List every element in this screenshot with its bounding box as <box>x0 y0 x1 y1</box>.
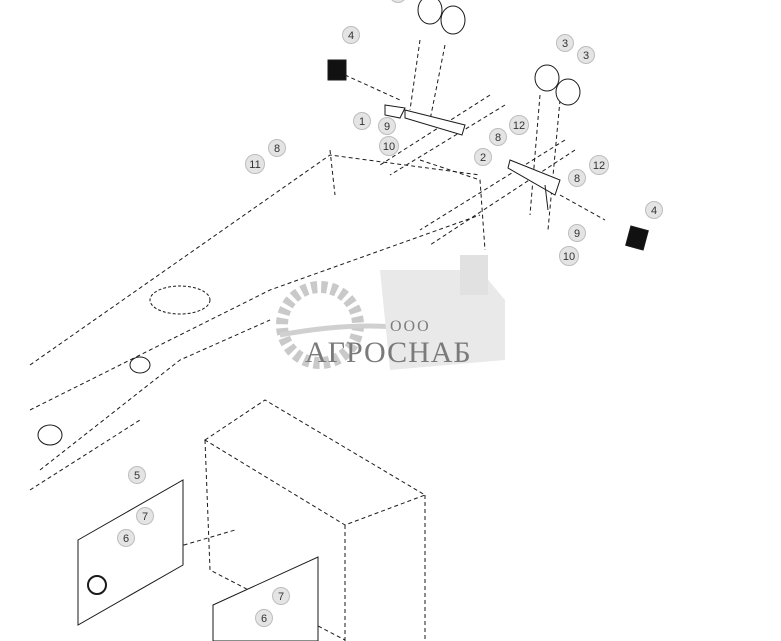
lamp-square-right <box>625 225 649 251</box>
lamp-rear <box>87 575 107 595</box>
part-callout-7: 7 <box>272 587 290 605</box>
part-callout-9: 9 <box>568 224 586 242</box>
part-callout-2: 2 <box>474 148 492 166</box>
leader-bolts-1 <box>379 94 506 176</box>
part-callout-12: 12 <box>509 115 529 135</box>
part-callout-10: 10 <box>379 136 399 156</box>
part-callout-5: 5 <box>128 466 146 484</box>
watermark-name: АГРОСНАБ <box>305 336 472 369</box>
boom-frame-lower-edge <box>39 319 271 471</box>
leader-bolts-2 <box>419 139 576 246</box>
boom-pivot-1 <box>129 356 151 374</box>
frame-box-right <box>419 159 486 251</box>
leader-light4-left <box>344 74 401 101</box>
boom-frame-top-edge <box>29 154 481 366</box>
boom-frame-mid-edge <box>29 214 481 411</box>
part-callout-4: 4 <box>645 201 663 219</box>
watermark-prefix: ООО <box>390 318 431 335</box>
leader-lamp-right <box>529 94 561 231</box>
boom-frame-bottom-edge <box>29 419 141 491</box>
frame-vertical-1 <box>329 149 336 196</box>
bracket-1-tab <box>384 104 406 119</box>
part-callout-8: 8 <box>489 128 507 146</box>
boom-pivot-2 <box>37 424 63 446</box>
part-callout-8: 8 <box>568 169 586 187</box>
lamp-square-left <box>327 59 347 81</box>
cab-box-top <box>204 399 427 526</box>
watermark-logo <box>276 255 505 370</box>
part-callout-6: 6 <box>117 529 135 547</box>
bracket-2-leg <box>544 184 549 211</box>
part-callout-1: 1 <box>353 112 371 130</box>
part-callout-10: 10 <box>559 246 579 266</box>
leader-lamp-left <box>409 39 446 121</box>
lamp-round-4 <box>555 78 581 106</box>
part-callout-3: 3 <box>577 46 595 64</box>
bracket-1 <box>404 109 466 136</box>
part-callout-6: 6 <box>255 609 273 627</box>
lamp-round-3 <box>534 64 560 92</box>
part-callout-11: 11 <box>245 154 265 174</box>
part-callout-9: 9 <box>378 117 396 135</box>
panel-6b <box>212 556 319 641</box>
boom-ring <box>149 285 211 315</box>
part-callout-12: 12 <box>589 155 609 175</box>
lamp-round-1 <box>417 0 443 25</box>
leader-light4-right <box>559 194 606 221</box>
part-callout-3: 3 <box>556 34 574 52</box>
panel-5 <box>77 479 184 626</box>
part-callout-4: 4 <box>342 26 360 44</box>
lamp-round-2 <box>440 5 466 35</box>
part-callout-8: 8 <box>268 139 286 157</box>
part-callout-7: 7 <box>136 507 154 525</box>
bracket-2 <box>507 159 561 196</box>
